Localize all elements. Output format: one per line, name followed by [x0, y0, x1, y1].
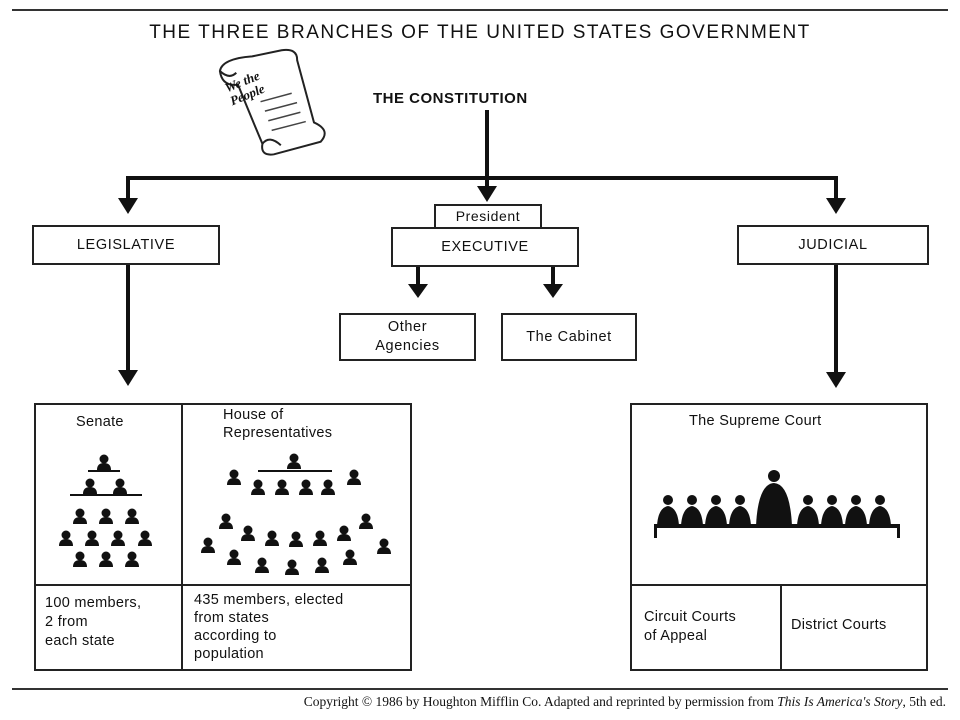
- congress-divider-horizontal: [34, 584, 412, 586]
- arrow-to-president: [477, 186, 497, 202]
- senate-description: 100 members, 2 from each state: [45, 595, 142, 649]
- bottom-rule: [12, 688, 948, 690]
- arrow-to-cabinet: [543, 284, 563, 298]
- congress-divider-vertical: [181, 403, 183, 671]
- constitution-label: THE CONSTITUTION: [373, 90, 528, 107]
- supreme-court-label: The Supreme Court: [689, 413, 822, 429]
- arrow-to-other-agencies: [408, 284, 428, 298]
- circuit-courts-label: Circuit Courts of Appeal: [644, 609, 737, 644]
- judicial-box: JUDICIAL: [737, 225, 929, 265]
- courts-divider-horizontal: [630, 584, 928, 586]
- courts-panel: [630, 403, 928, 671]
- arrow-to-courts: [826, 372, 846, 388]
- copyright-prefix: Copyright © 1986 by Houghton Mifflin Co.…: [303, 694, 778, 709]
- arrow-to-congress: [118, 370, 138, 386]
- copyright-notice: Copyright © 1986 by Houghton Mifflin Co.…: [0, 694, 946, 710]
- house-label: House of Representatives: [223, 407, 333, 442]
- president-box: President: [434, 204, 542, 229]
- copyright-suffix: , 5th ed.: [902, 694, 947, 709]
- top-rule: [12, 9, 948, 11]
- house-description: 435 members, elected from states accordi…: [194, 592, 344, 663]
- scroll-label: We the People: [222, 67, 267, 109]
- cabinet-box: The Cabinet: [501, 313, 637, 361]
- legislative-box: LEGISLATIVE: [32, 225, 220, 265]
- courts-divider-vertical: [780, 584, 782, 671]
- district-courts-label: District Courts: [791, 617, 887, 633]
- executive-box: EXECUTIVE: [391, 227, 579, 267]
- diagram-title: THE THREE BRANCHES OF THE UNITED STATES …: [149, 22, 811, 43]
- senate-label: Senate: [76, 414, 124, 430]
- other-agencies-box: Other Agencies: [339, 313, 476, 361]
- arrow-to-legislative: [118, 198, 138, 214]
- arrow-to-judicial: [826, 198, 846, 214]
- copyright-book-title: This Is America's Story: [777, 694, 903, 709]
